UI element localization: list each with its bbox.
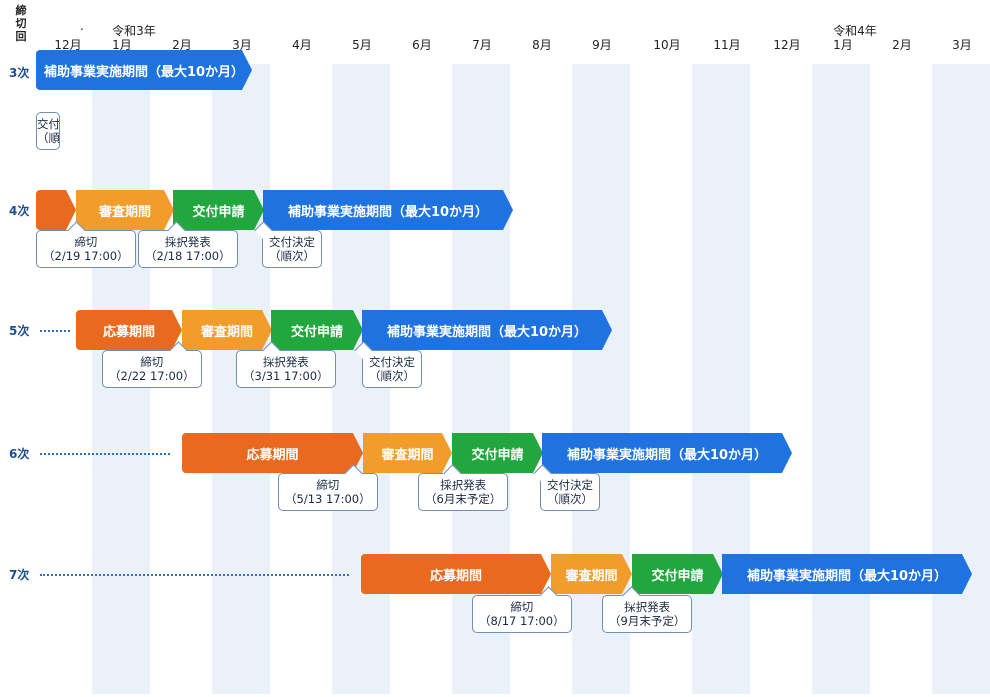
callout-line: （順次） — [369, 369, 415, 383]
review-bar: 審査期間 — [76, 190, 174, 230]
round-label: 5次 — [9, 324, 30, 338]
month-label: 8月 — [532, 38, 552, 52]
callout-line: （順次） — [37, 131, 60, 145]
month-label: 12月 — [773, 38, 801, 52]
grant-application-bar: 交付申請 — [452, 433, 543, 473]
callout-line: （2/19 17:00） — [43, 249, 129, 263]
callout-line: 採択発表 — [440, 478, 487, 492]
milestone-callout: 採択発表（9月末予定） — [602, 595, 693, 633]
milestone-callout: 締切（2/22 17:00） — [102, 350, 202, 388]
milestone-callout: 交付決定（順次） — [36, 112, 60, 150]
grant-application-bar: 交付申請 — [632, 554, 723, 594]
callout-line: 締切 — [510, 600, 534, 614]
month-label: 3月 — [952, 38, 972, 52]
grant-application-bar: 交付申請 — [271, 310, 363, 350]
month-stripe — [812, 64, 870, 694]
implementation-bar: 補助事業実施期間（最大10か月） — [722, 554, 972, 594]
round-label: 4次 — [9, 204, 30, 218]
callout-line: （2/22 17:00） — [109, 369, 195, 383]
callout-line: （6月末予定） — [425, 492, 502, 506]
milestone-callout: 採択発表（2/18 17:00） — [138, 230, 238, 268]
era-label: 令和4年 — [833, 24, 877, 38]
review-bar: 審査期間 — [551, 554, 632, 594]
callout-line: （2/18 17:00） — [145, 249, 231, 263]
callout-line: （8/17 17:00） — [479, 614, 565, 628]
month-label: 10月 — [653, 38, 681, 52]
callout-line: 交付決定 — [547, 478, 593, 492]
round-label: 7次 — [9, 568, 30, 582]
milestone-callout: 締切（2/19 17:00） — [36, 230, 136, 268]
application-bar: 応募期間 — [76, 310, 182, 350]
round-lead-dots — [40, 574, 349, 576]
month-label: 1月 — [112, 38, 132, 52]
application-bar: 応募期間 — [361, 554, 551, 594]
review-bar: 審査期間 — [363, 433, 452, 473]
round-label: 3次 — [9, 66, 30, 80]
milestone-callout: 採択発表（3/31 17:00） — [236, 350, 336, 388]
round-lead-dots — [40, 330, 70, 332]
month-label: 12月 — [54, 38, 82, 52]
round-lead-dots — [40, 453, 170, 455]
callout-line: 交付決定 — [269, 235, 315, 249]
month-label: 11月 — [713, 38, 741, 52]
callout-line: （順次） — [547, 492, 593, 506]
callout-line: （5/13 17:00） — [285, 492, 371, 506]
callout-line: 締切 — [316, 478, 340, 492]
milestone-callout: 締切（8/17 17:00） — [472, 595, 572, 633]
callout-line: （3/31 17:00） — [243, 369, 329, 383]
implementation-bar: 補助事業実施期間（最大10か月） — [362, 310, 612, 350]
month-label: 1月 — [833, 38, 853, 52]
review-bar: 審査期間 — [182, 310, 272, 350]
round-label: 6次 — [9, 447, 30, 461]
milestone-callout: 交付決定（順次） — [362, 350, 422, 388]
month-label: 6月 — [412, 38, 432, 52]
month-label: 2月 — [172, 38, 192, 52]
application-bar — [36, 190, 76, 230]
callout-line: 採択発表 — [262, 355, 309, 369]
callout-line: 締切 — [140, 355, 164, 369]
implementation-bar: 補助事業実施期間（最大10か月） — [263, 190, 513, 230]
callout-line: 締切 — [74, 235, 98, 249]
month-label: 7月 — [472, 38, 492, 52]
callout-line: 交付決定 — [37, 117, 60, 131]
callout-line: 採択発表 — [164, 235, 211, 249]
milestone-callout: 採択発表（6月末予定） — [418, 473, 509, 511]
month-stripe — [692, 64, 750, 694]
month-label: 2月 — [892, 38, 912, 52]
header-dot: . — [80, 19, 84, 33]
milestone-callout: 交付決定（順次） — [540, 473, 600, 511]
month-label: 3月 — [232, 38, 252, 52]
callout-line: （9月末予定） — [609, 614, 686, 628]
callout-line: 採択発表 — [624, 600, 671, 614]
grant-application-bar: 交付申請 — [173, 190, 264, 230]
milestone-callout: 締切（5/13 17:00） — [278, 473, 378, 511]
milestone-callout: 交付決定（順次） — [262, 230, 322, 268]
callout-line: （順次） — [269, 249, 315, 263]
era-label: 令和3年 — [112, 24, 156, 38]
month-label: 9月 — [592, 38, 612, 52]
implementation-bar: 補助事業実施期間（最大10か月） — [36, 50, 252, 90]
deadline-round-header: 締切回 — [15, 4, 27, 43]
application-bar: 応募期間 — [182, 433, 363, 473]
month-label: 4月 — [292, 38, 312, 52]
callout-line: 交付決定 — [369, 355, 415, 369]
implementation-bar: 補助事業実施期間（最大10か月） — [542, 433, 792, 473]
month-label: 5月 — [352, 38, 372, 52]
month-stripe — [932, 64, 990, 694]
